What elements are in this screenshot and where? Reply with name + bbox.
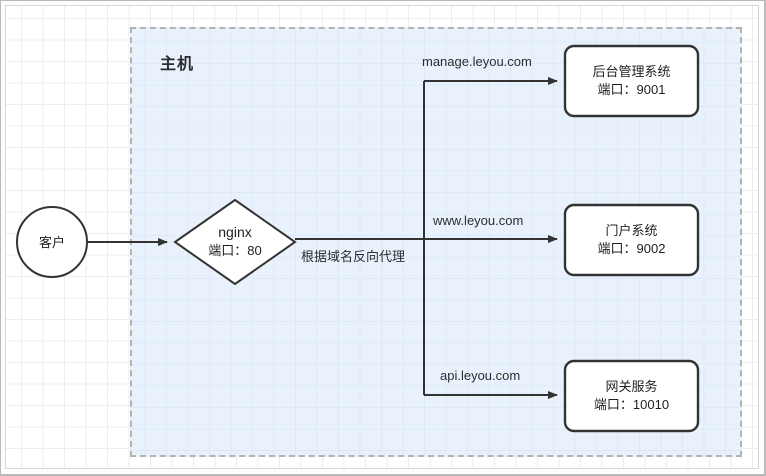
edge-label-reverse-proxy: 根据域名反向代理	[301, 249, 406, 264]
node-admin-system[interactable]	[563, 44, 700, 118]
node-portal-system[interactable]	[563, 203, 700, 277]
node-client[interactable]	[16, 206, 88, 278]
edge-label-api-domain: api.leyou.com	[440, 368, 521, 383]
node-nginx[interactable]	[173, 198, 297, 286]
edge-label-www-domain: www.leyou.com	[433, 213, 524, 228]
host-container-title: 主机	[160, 56, 195, 73]
edge-label-manage-domain: manage.leyou.com	[422, 54, 532, 69]
diagram-viewport: 主机	[5, 5, 759, 469]
shapes-and-connectors	[16, 44, 700, 433]
node-gateway-service[interactable]	[563, 359, 700, 433]
